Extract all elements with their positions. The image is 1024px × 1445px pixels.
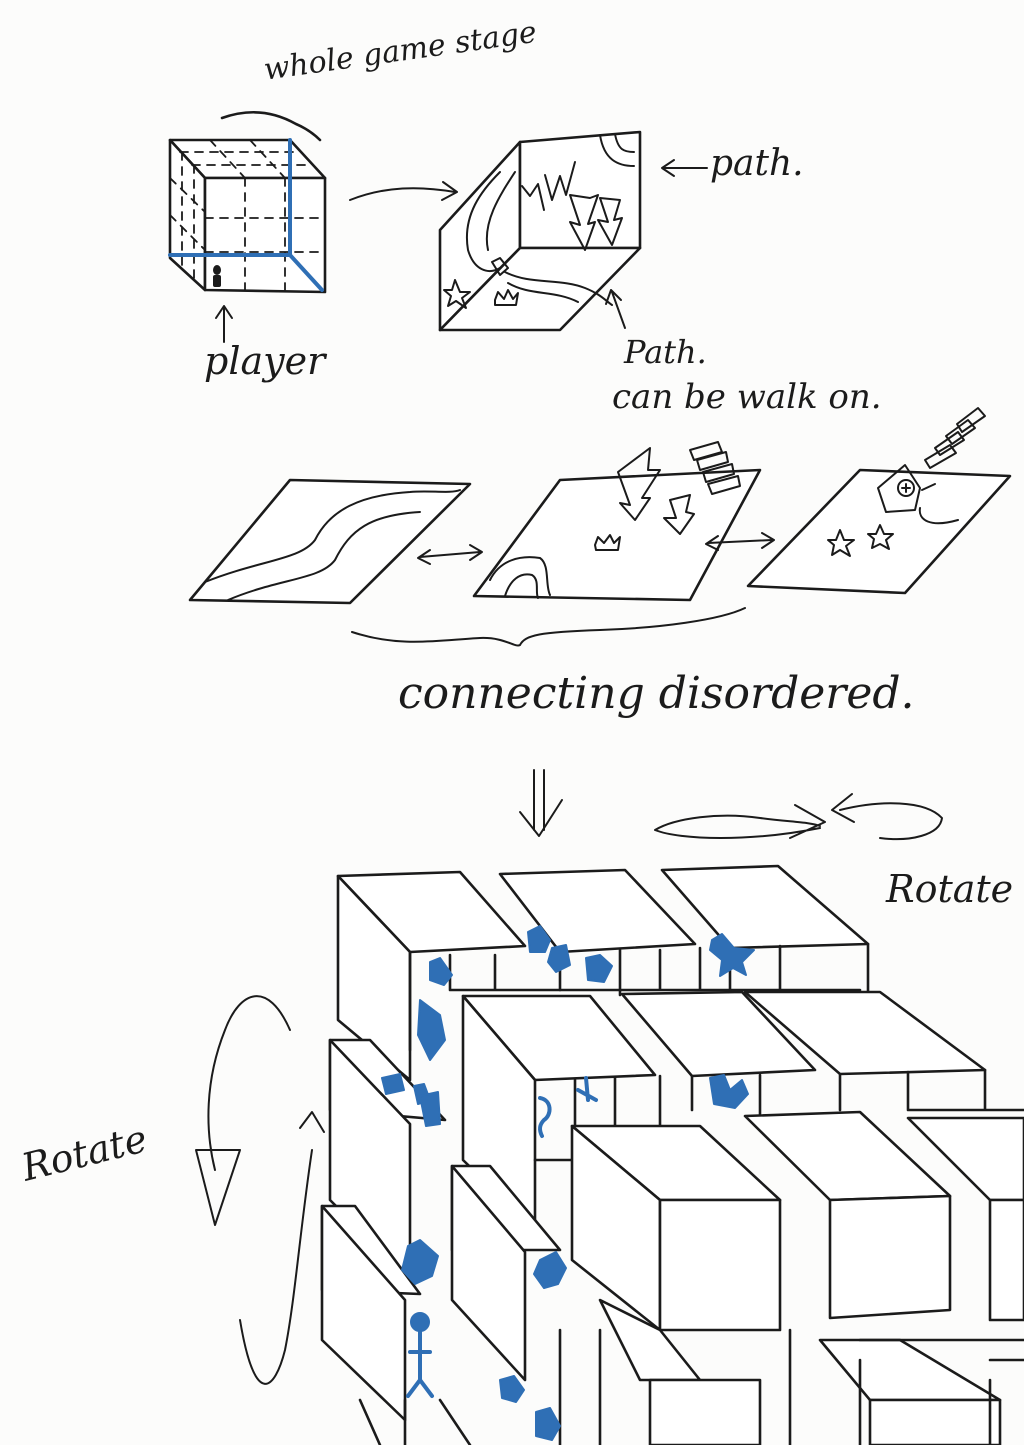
- label-player: player: [204, 339, 326, 383]
- rotate-arrow-horizontal-2: [831, 793, 943, 841]
- tiles-brace: [351, 607, 746, 647]
- label-can-be-walk-on: can be walk on.: [612, 377, 882, 417]
- star-icon-2: [827, 529, 855, 557]
- pine-tree-icon: [569, 194, 599, 251]
- crown-icon-2: [594, 534, 621, 551]
- spiral-stair-icon-2: [924, 407, 986, 469]
- blue-player-icon: [410, 1312, 430, 1332]
- blue-stair-icon: [417, 999, 446, 1061]
- down-double-arrow: [519, 769, 563, 837]
- house-icon: [877, 464, 921, 513]
- blue-tree-icon: [527, 925, 551, 953]
- swap-arrow-2: [705, 532, 775, 551]
- label-path-bottom: Path.: [624, 333, 707, 371]
- path-arrow-bottom: [605, 289, 626, 329]
- star-icon: [443, 279, 471, 309]
- blue-markings: [381, 925, 755, 1441]
- blue-star-icon: [709, 933, 755, 977]
- unfold-arrow: [349, 181, 458, 201]
- label-rotate-right: Rotate: [886, 867, 1014, 911]
- swap-arrow-1: [417, 544, 483, 565]
- spiral-stair-icon: [689, 441, 741, 495]
- rotate-arrow-horizontal-1: [654, 804, 826, 839]
- tiles-row: [188, 407, 1012, 647]
- unfolded-stage: [438, 130, 708, 332]
- block-grid: [320, 864, 1024, 1445]
- player-arrow: [215, 305, 233, 343]
- pine-tree-icon-2: [617, 447, 661, 521]
- path-arrow-top: [661, 159, 708, 177]
- rotate-arrow-vertical-1: [195, 995, 291, 1226]
- label-path-top: path.: [710, 143, 804, 184]
- crown-icon: [494, 289, 519, 306]
- stage-cube: [168, 111, 327, 343]
- label-connecting-disordered: connecting disordered.: [398, 668, 915, 719]
- stage-brace: [220, 111, 322, 142]
- player-marker-icon: [213, 265, 221, 275]
- rotate-arrow-vertical-2: [239, 1111, 325, 1385]
